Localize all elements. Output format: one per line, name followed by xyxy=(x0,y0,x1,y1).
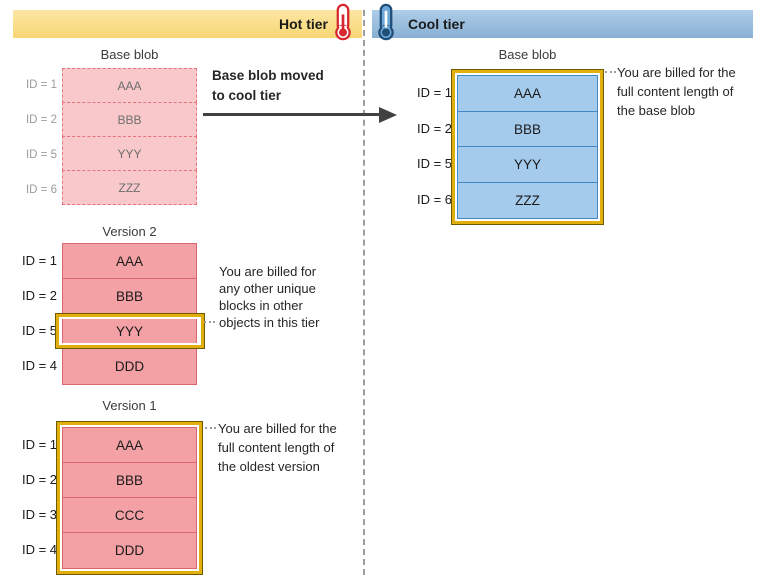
block-id-label: ID = 3 xyxy=(21,507,57,522)
version1-table: AAA BBB CCC DDD xyxy=(62,427,197,569)
tier-divider-dashed-line xyxy=(363,10,365,575)
block-cell: BBB xyxy=(62,102,197,137)
version2-title: Version 2 xyxy=(102,224,157,239)
block-cell: BBB xyxy=(63,279,196,314)
hot-base-blob-title: Base blob xyxy=(100,47,159,62)
block-id-label: ID = 1 xyxy=(416,85,452,100)
version2-billing-note: You are billed for any other unique bloc… xyxy=(219,264,320,330)
hot-tier-bar xyxy=(13,10,362,38)
version2-id-labels: ID = 1 ID = 2 ID = 5 ID = 4 xyxy=(9,243,57,383)
block-id-label: ID = 2 xyxy=(416,120,452,136)
block-id-label: ID = 2 xyxy=(21,472,57,487)
block-cell: DDD xyxy=(63,533,196,568)
block-cell: ZZZ xyxy=(458,182,597,218)
version1-billing-note: You are billed for the full content leng… xyxy=(218,421,337,474)
hot-base-blob-table: AAA BBB YYY ZZZ xyxy=(62,68,197,205)
block-id-label: ID = 6 xyxy=(25,184,57,196)
block-cell: YYY xyxy=(62,136,197,171)
block-cell: BBB xyxy=(458,111,597,147)
version2-table: AAA BBB YYY DDD xyxy=(62,243,197,385)
version1-title: Version 1 xyxy=(102,398,157,413)
unique-block-highlight-box xyxy=(56,314,204,348)
block-id-label: ID = 4 xyxy=(21,542,57,557)
block-cell: ZZZ xyxy=(62,170,197,205)
block-id-label: ID = 6 xyxy=(416,191,452,207)
block-id-label: ID = 2 xyxy=(21,288,57,303)
oldest-version-highlight-box: AAA BBB CCC DDD xyxy=(57,422,202,574)
block-id-label: ID = 1 xyxy=(21,253,57,268)
block-id-label: ID = 1 xyxy=(21,437,57,452)
block-id-label: ID = 4 xyxy=(21,358,57,373)
cool-tier-bar xyxy=(372,10,753,38)
hot-thermometer-icon xyxy=(335,3,351,41)
block-cell: YYY xyxy=(63,314,196,349)
cool-tier-label: Cool tier xyxy=(408,16,465,32)
version2-note-connector xyxy=(204,321,215,323)
block-cell: AAA xyxy=(63,428,196,463)
block-cell: BBB xyxy=(63,463,196,498)
cool-base-blob-table: AAA BBB YYY ZZZ xyxy=(457,75,598,219)
cool-base-blob-id-labels: ID = 1 ID = 2 ID = 5 ID = 6 xyxy=(404,75,452,217)
block-id-label: ID = 5 xyxy=(21,323,57,338)
move-arrow-line xyxy=(203,113,381,116)
block-id-label: ID = 2 xyxy=(25,114,57,126)
cool-base-blob-highlight-box: AAA BBB YYY ZZZ xyxy=(452,70,603,224)
cool-thermometer-icon xyxy=(378,3,394,41)
block-cell: AAA xyxy=(458,76,597,112)
move-arrow-head xyxy=(379,106,397,123)
version1-note-connector xyxy=(205,427,216,429)
cool-billing-note: You are billed for the full content leng… xyxy=(617,65,736,118)
hot-tier-label: Hot tier xyxy=(279,16,328,32)
cool-base-blob-title: Base blob xyxy=(498,47,557,62)
block-id-label: ID = 5 xyxy=(25,149,57,161)
move-to-cool-label: Base blob moved to cool tier xyxy=(212,68,324,103)
block-id-label: ID = 5 xyxy=(416,156,452,171)
block-cell: AAA xyxy=(63,244,196,279)
block-cell: YYY xyxy=(458,147,597,183)
block-cell: AAA xyxy=(62,68,197,103)
hot-base-blob-id-labels: ID = 1 ID = 2 ID = 5 ID = 6 xyxy=(9,68,57,208)
block-cell: CCC xyxy=(63,498,196,533)
block-cell: DDD xyxy=(63,349,196,384)
block-id-label: ID = 1 xyxy=(25,79,57,91)
version1-id-labels: ID = 1 ID = 2 ID = 3 ID = 4 xyxy=(9,427,57,567)
cool-note-connector xyxy=(605,71,616,73)
